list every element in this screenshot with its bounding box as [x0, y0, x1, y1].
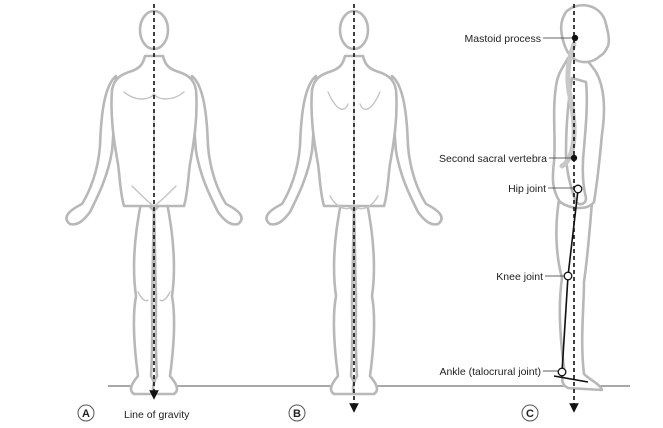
panel-c-badge	[521, 404, 539, 422]
line-of-gravity-caption: Line of gravity	[124, 409, 190, 421]
panel-b-back-view: B	[265, 4, 443, 422]
knee-label: Knee joint	[496, 271, 543, 283]
front-chest-contour	[123, 91, 185, 100]
hip-marker	[573, 184, 583, 194]
ankle-label: Ankle (talocrural joint)	[439, 366, 541, 378]
panel-c-side-view: Mastoid process Second sacral vertebra H…	[439, 3, 611, 422]
knee-ankle-segment	[561, 275, 569, 373]
front-knee-contour	[137, 291, 171, 302]
sacral-marker	[570, 154, 578, 162]
panel-b-letter: B	[293, 408, 301, 420]
mastoid-marker	[571, 34, 579, 42]
panel-c-letter: C	[526, 408, 534, 420]
hip-knee-segment	[567, 189, 579, 277]
hip-label: Hip joint	[508, 183, 546, 195]
mastoid-label: Mastoid process	[465, 33, 541, 45]
panel-a-front-view: A Line of gravity	[65, 4, 243, 422]
knee-marker	[563, 271, 573, 281]
back-shoulder-contour	[327, 91, 381, 111]
panel-a-badge	[77, 404, 95, 422]
side-figure-outline	[551, 3, 611, 392]
front-groin-contour	[131, 185, 177, 207]
foot-segment	[553, 375, 589, 383]
ankle-marker	[557, 367, 567, 377]
panel-a-letter: A	[82, 408, 90, 420]
sacral-label: Second sacral vertebra	[439, 153, 547, 165]
panel-b-badge	[288, 404, 306, 422]
